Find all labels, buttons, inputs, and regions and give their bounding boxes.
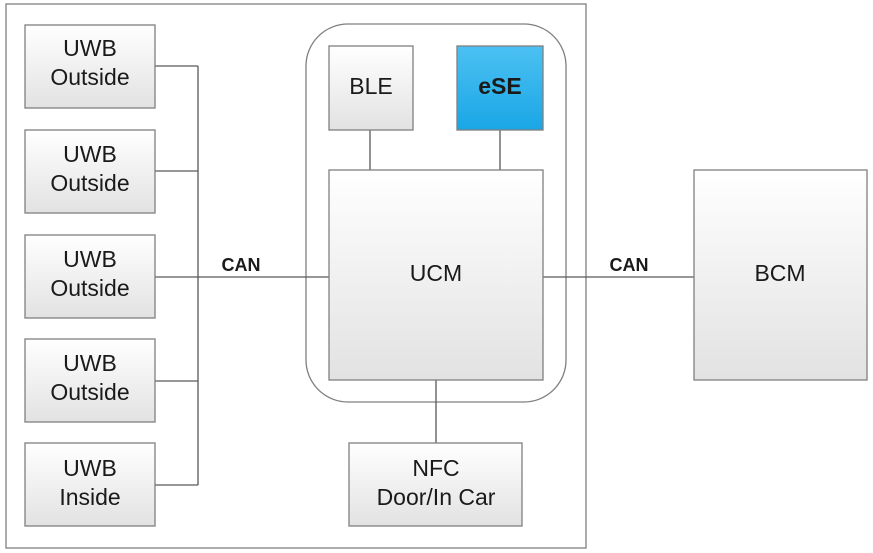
uwb-anchor-1-box [24,24,156,109]
uwb-anchor-4-line-2: Outside [50,379,129,405]
uwb-anchor-2: UWB Outside [24,129,156,214]
nfc-line-2: Door/In Car [377,484,496,510]
uwb-anchor-4-line-1: UWB [63,350,117,376]
bcm-box [693,169,868,381]
connections [155,65,694,486]
nfc-line-1: NFC [412,455,459,481]
ese-box [456,45,544,131]
uwb-anchor-3-box [24,234,156,319]
uwb-anchor-5: UWB Inside [24,442,156,527]
uwb-anchor-2-box [24,129,156,214]
bcm-label: BCM [754,260,805,286]
nfc-node: NFC Door/In Car [348,442,523,527]
uwb-anchor-1-line-2: Outside [50,64,129,90]
ese-label: eSE [478,73,521,99]
uwb-anchor-1-line-1: UWB [63,35,117,61]
uwb-anchor-3-line-1: UWB [63,246,117,272]
ble-label: BLE [349,73,392,99]
can-label-left: CAN [222,255,261,275]
uwb-anchor-1: UWB Outside [24,24,156,109]
uwb-anchor-3-line-2: Outside [50,275,129,301]
ucm-label: UCM [410,260,462,286]
uwb-anchor-5-box [24,442,156,527]
can-label-right: CAN [610,255,649,275]
uwb-anchor-2-line-2: Outside [50,170,129,196]
uwb-anchor-3: UWB Outside [24,234,156,319]
uwb-anchor-2-line-1: UWB [63,141,117,167]
uwb-anchor-5-line-2: Inside [59,484,120,510]
nfc-box [348,442,523,527]
bcm-node: BCM [693,169,868,381]
ese-node: eSE [456,45,544,131]
uwb-anchor-5-line-1: UWB [63,455,117,481]
uwb-anchor-4-box [24,338,156,423]
ble-node: BLE [328,45,414,131]
ucm-box [328,169,544,381]
ucm-node: UCM [328,169,544,381]
uwb-anchor-4: UWB Outside [24,338,156,423]
ble-box [328,45,414,131]
